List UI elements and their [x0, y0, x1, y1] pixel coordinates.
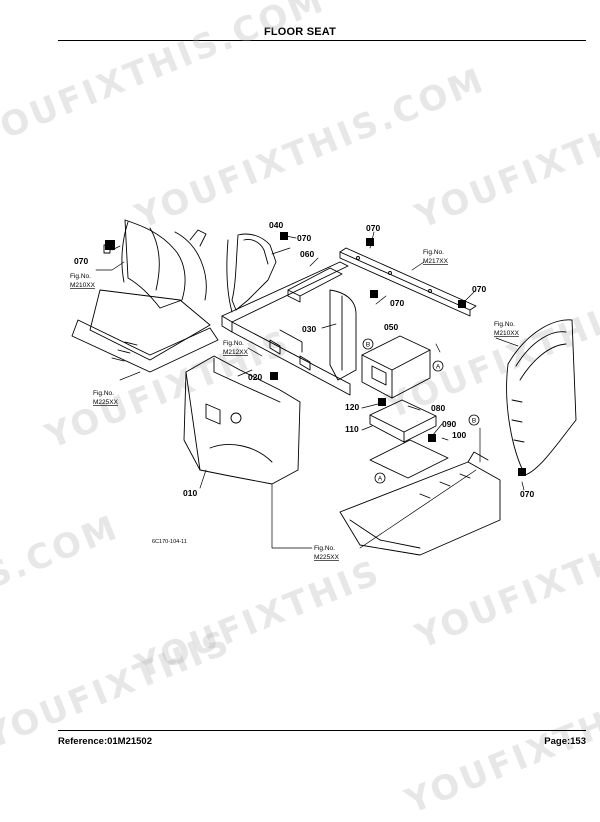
part-label-070: 070 — [520, 489, 534, 499]
part-label-020: 020 — [248, 372, 262, 382]
floor-seat-010-drawing — [183, 355, 301, 485]
part-label-070: 070 — [74, 256, 88, 266]
callout-circle-b — [468, 414, 480, 426]
right-fender-drawing — [506, 319, 577, 476]
bolts — [105, 232, 526, 476]
part-label-050: 050 — [384, 322, 398, 332]
fig-ref-label: Fig.No. — [70, 273, 91, 280]
callout-circle-b — [362, 338, 374, 350]
part-label-040: 040 — [269, 220, 283, 230]
fig-ref-label: Fig.No. — [223, 340, 244, 347]
fig-ref-number: M217XX — [423, 258, 449, 265]
parts-diagram: B A B A 040 070 060 070 070 070 070 070 … — [70, 219, 577, 561]
plate-080-drawing — [369, 439, 449, 479]
cover-040-drawing — [226, 233, 277, 313]
part-label-070: 070 — [366, 223, 380, 233]
callout-label: A — [436, 364, 441, 371]
part-label-030: 030 — [302, 324, 316, 334]
fig-ref-label: Fig.No. — [314, 545, 335, 552]
header-divider — [58, 40, 586, 41]
left-fender-drawing — [71, 219, 219, 373]
fig-ref-label: Fig.No. — [423, 249, 444, 256]
part-label-010: 010 — [183, 488, 197, 498]
part-label-120: 120 — [345, 402, 359, 412]
top-bar-drawing — [339, 247, 477, 317]
callout-circle-a — [432, 360, 444, 372]
part-label-110: 110 — [345, 424, 359, 434]
part-label-060: 060 — [300, 249, 314, 259]
fig-ref-number: M210XX — [70, 282, 96, 289]
page-number: Page:153 — [544, 736, 586, 747]
part-label-070: 070 — [390, 298, 404, 308]
floor-platform-drawing — [339, 451, 501, 556]
plate-060-drawing — [287, 267, 343, 303]
callout-label: B — [472, 418, 476, 425]
tray-110-drawing — [369, 399, 437, 443]
fig-ref-label: Fig.No. — [494, 321, 515, 328]
fig-ref-number: M225XX — [93, 399, 119, 406]
part-label-070: 070 — [472, 284, 486, 294]
callout-label: A — [378, 476, 383, 483]
footer-divider — [58, 730, 586, 731]
part-label-100: 100 — [452, 430, 466, 440]
callout-label: B — [366, 342, 370, 349]
fig-ref-number: M225XX — [314, 554, 340, 561]
page-title: FLOOR SEAT — [263, 26, 337, 38]
part-label-080: 080 — [431, 403, 445, 413]
drawing-code: 6C170-104-11 — [152, 539, 187, 545]
leader-lines — [95, 231, 525, 549]
part-label-090: 090 — [442, 419, 456, 429]
callout-circle-a — [374, 472, 386, 484]
fig-ref-number: M210XX — [494, 330, 520, 337]
box-050-drawing — [361, 335, 431, 399]
reference-number: Reference:01M21502 — [58, 736, 153, 747]
fig-ref-number: M212XX — [223, 349, 249, 356]
part-label-070: 070 — [297, 233, 311, 243]
frame-drawing — [221, 261, 357, 396]
fig-ref-label: Fig.No. — [93, 390, 114, 397]
